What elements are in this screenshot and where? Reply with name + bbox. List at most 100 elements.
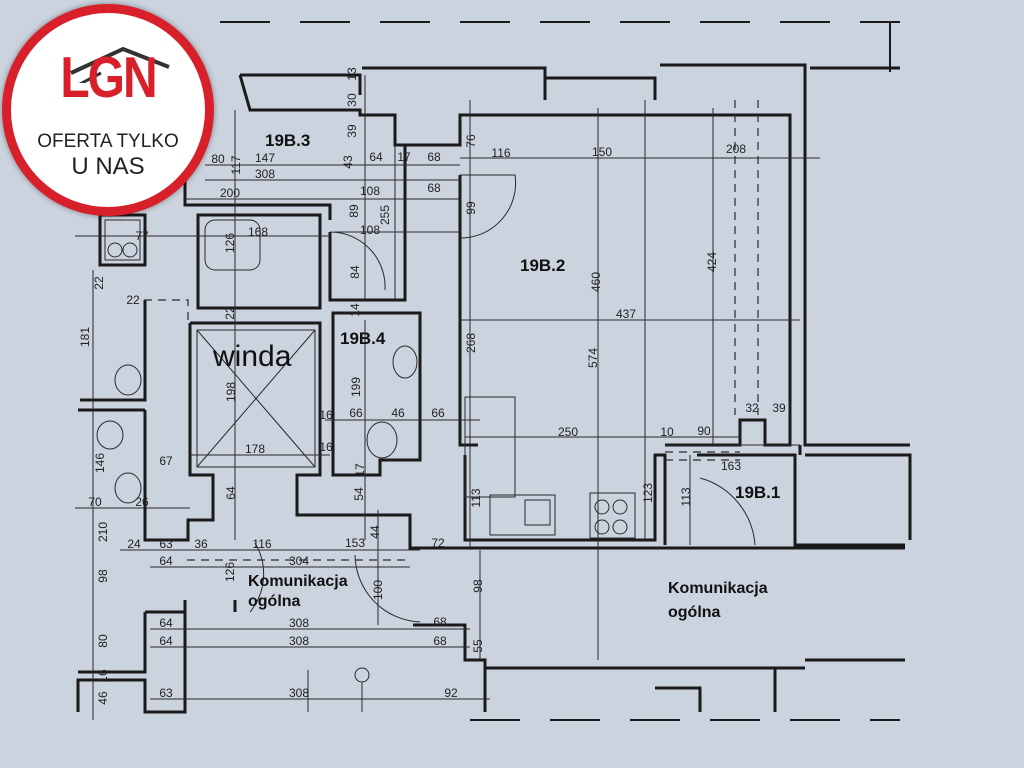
dimension-label-vertical: 126 <box>223 562 237 582</box>
dimension-label-horizontal: 178 <box>245 442 265 456</box>
dimension-label-vertical: 199 <box>349 377 363 397</box>
dimension-label-horizontal: 39 <box>772 401 786 415</box>
dimension-label-horizontal: 108 <box>360 223 380 237</box>
dimension-label-horizontal: 147 <box>255 151 275 165</box>
dimension-label-horizontal: 22 <box>126 293 140 307</box>
dimension-label-vertical: 99 <box>464 201 478 215</box>
dimension-label-horizontal: 250 <box>558 425 578 439</box>
dimension-label-vertical: 146 <box>93 453 107 473</box>
dimension-label-vertical: 54 <box>352 487 366 501</box>
dimension-label-vertical: 43 <box>341 155 355 169</box>
dimension-label-horizontal: 64 <box>159 616 173 630</box>
dimension-label-horizontal: 72 <box>431 536 445 550</box>
dimension-label-vertical: 210 <box>96 522 110 542</box>
dimension-label-horizontal: 77 <box>135 229 149 243</box>
dimension-label-horizontal: 308 <box>289 686 309 700</box>
room-label-19b1: 19B.1 <box>735 483 780 502</box>
corridor-right-line2: ogólna <box>668 604 721 621</box>
logo-brand: LGN <box>60 46 157 111</box>
dimension-label-vertical: 113 <box>469 488 483 507</box>
dimension-label-vertical: 100 <box>371 580 385 600</box>
dimension-label-vertical: 16 <box>96 669 110 683</box>
dimension-label-horizontal: 46 <box>391 406 405 420</box>
dimension-label-horizontal: 64 <box>159 634 173 648</box>
room-label-19b2: 19B.2 <box>520 256 565 275</box>
dimension-label-horizontal: 437 <box>616 307 636 321</box>
corridor-left-line2: ogólna <box>248 593 301 610</box>
room-label-19b4: 19B.4 <box>340 329 386 348</box>
dimension-label-horizontal: 208 <box>726 142 746 156</box>
dimension-label-horizontal: 308 <box>255 167 275 181</box>
dimension-label-horizontal: 116 <box>252 537 271 551</box>
dimension-label-vertical: 89 <box>347 204 361 218</box>
dimension-label-vertical: 14 <box>348 303 362 317</box>
dimension-label-horizontal: 304 <box>289 554 309 568</box>
dimension-label-horizontal: 308 <box>289 634 309 648</box>
logo-line1: OFERTA TYLKO <box>37 131 179 152</box>
dimension-label-vertical: 80 <box>96 634 110 648</box>
dimension-label-vertical: 46 <box>96 691 110 705</box>
dimension-label-horizontal: 68 <box>433 634 447 648</box>
corridor-left-line1: Komunikacja <box>248 573 348 590</box>
dimension-label-horizontal: 10 <box>660 425 674 439</box>
dimension-label-horizontal: 17 <box>397 150 411 164</box>
dimension-lines <box>75 75 820 720</box>
lgn-logo-badge: LGN OFERTA TYLKO U NAS <box>2 4 214 216</box>
dimension-label-horizontal: 67 <box>159 454 173 468</box>
dimension-label-vertical: 84 <box>348 265 362 279</box>
dimension-label-horizontal: 108 <box>360 184 380 198</box>
corridor-right-line1: Komunikacja <box>668 580 768 597</box>
dimension-label-horizontal: 66 <box>431 406 445 420</box>
house-roof-icon <box>70 46 170 83</box>
dimension-label-vertical: 55 <box>471 639 485 653</box>
dimension-label-horizontal: 24 <box>127 537 141 551</box>
dimension-label-horizontal: 70 <box>88 495 102 509</box>
dimension-label-vertical: 17 <box>353 463 367 477</box>
dimension-label-vertical: 574 <box>586 348 600 368</box>
dimension-label-vertical: 424 <box>705 252 719 272</box>
dimension-label-horizontal: 90 <box>697 424 711 438</box>
dimension-label-vertical: 268 <box>464 333 478 353</box>
dimension-label-horizontal: 68 <box>427 181 441 195</box>
dimension-label-horizontal: 66 <box>349 406 363 420</box>
dimension-label-vertical: 30 <box>345 93 359 107</box>
dimension-label-vertical: 126 <box>223 233 237 253</box>
dimension-label-horizontal: 16 <box>319 408 333 422</box>
dimension-label-horizontal: 153 <box>345 536 365 550</box>
dimension-label-horizontal: 32 <box>745 401 759 415</box>
dimension-label-vertical: 117 <box>229 155 243 174</box>
dimension-label-horizontal: 200 <box>220 186 240 200</box>
logo-line2: U NAS <box>71 153 145 180</box>
room-label-19b3: 19B.3 <box>265 131 310 150</box>
dimension-label-vertical: 39 <box>345 124 359 138</box>
dimension-label-vertical: 98 <box>471 579 485 593</box>
dimension-label-vertical: 255 <box>378 205 392 225</box>
dimension-label-vertical: 22 <box>92 276 106 290</box>
dimension-label-horizontal: 68 <box>433 615 447 629</box>
dimension-label-horizontal: 92 <box>444 686 458 700</box>
dimension-label-vertical: 76 <box>464 134 478 148</box>
dimension-label-horizontal: 80 <box>211 152 225 166</box>
dimension-label-vertical: 98 <box>96 569 110 583</box>
dimension-label-horizontal: 150 <box>592 145 612 159</box>
dimension-label-horizontal: 26 <box>135 495 149 509</box>
dimension-label-horizontal: 64 <box>159 554 173 568</box>
dimension-label-horizontal: 68 <box>427 150 441 164</box>
walls <box>76 63 912 714</box>
dimension-label-horizontal: 116 <box>491 146 510 160</box>
room-labels: 19B.3 19B.2 19B.4 19B.1 winda Komunikacj… <box>212 131 780 621</box>
dimension-label-horizontal: 16 <box>319 440 333 454</box>
dimension-label-vertical: 64 <box>224 486 238 500</box>
dimension-label-vertical: 181 <box>78 327 92 347</box>
dimension-label-horizontal: 63 <box>159 537 173 551</box>
dimension-label-vertical: 22 <box>223 306 237 320</box>
dimension-label-vertical: 113 <box>679 487 693 506</box>
dimension-label-horizontal: 64 <box>369 150 383 164</box>
dimension-label-horizontal: 308 <box>289 616 309 630</box>
dimension-label-horizontal: 168 <box>248 225 268 239</box>
dimension-label-horizontal: 63 <box>159 686 173 700</box>
dimension-label-horizontal: 36 <box>194 537 208 551</box>
dimension-label-vertical: 460 <box>589 272 603 292</box>
